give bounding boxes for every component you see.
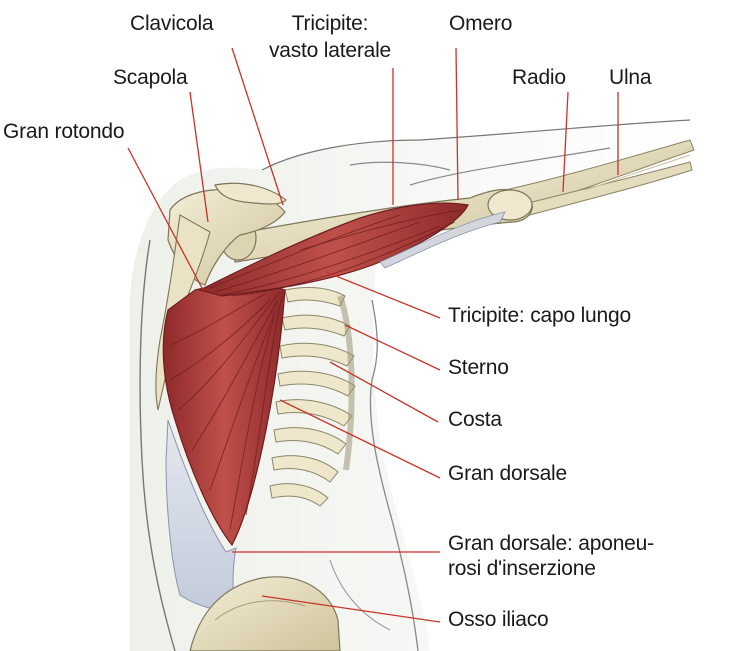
label-tricipite-vasto-line1: Tricipite: bbox=[291, 12, 369, 35]
label-gran-dorsale: Gran dorsale bbox=[448, 462, 567, 485]
leader-omero bbox=[455, 47, 459, 201]
label-tricipite-capo-lungo: Tricipite: capo lungo bbox=[448, 304, 631, 327]
forearm-bones bbox=[504, 139, 695, 217]
label-aponeurosi-line1: Gran dorsale: aponeu- bbox=[448, 532, 654, 555]
leader-gran-rotondo bbox=[127, 147, 204, 291]
label-radio: Radio bbox=[512, 66, 566, 89]
leader-lines bbox=[127, 47, 619, 623]
label-clavicola: Clavicola bbox=[130, 12, 214, 35]
leader-tricipite-capo-lungo bbox=[325, 271, 441, 319]
leader-scapola bbox=[189, 91, 209, 223]
triceps-muscle bbox=[198, 202, 506, 297]
label-tricipite-vasto-line2: vasto laterale bbox=[268, 39, 392, 62]
leader-radio bbox=[562, 91, 569, 193]
label-aponeurosi-line2: rosi d'inserzione bbox=[448, 557, 596, 580]
latissimus-dorsi bbox=[162, 282, 286, 547]
label-costa: Costa bbox=[448, 408, 502, 431]
leader-sterno bbox=[344, 324, 441, 371]
iliac-bone bbox=[189, 576, 341, 651]
leader-costa bbox=[329, 361, 439, 423]
leader-clavicola bbox=[231, 47, 284, 206]
leader-gran-dorsale bbox=[279, 399, 441, 479]
label-omero: Omero bbox=[449, 12, 513, 35]
scapula-clavicle bbox=[155, 182, 287, 411]
label-osso-iliaco: Osso iliaco bbox=[448, 608, 549, 631]
label-gran-rotondo: Gran rotondo bbox=[3, 120, 125, 143]
label-scapola: Scapola bbox=[113, 66, 188, 89]
ribcage bbox=[269, 287, 356, 507]
leader-osso-iliaco bbox=[261, 595, 441, 623]
label-ulna: Ulna bbox=[609, 66, 652, 89]
label-sterno: Sterno bbox=[448, 356, 509, 379]
